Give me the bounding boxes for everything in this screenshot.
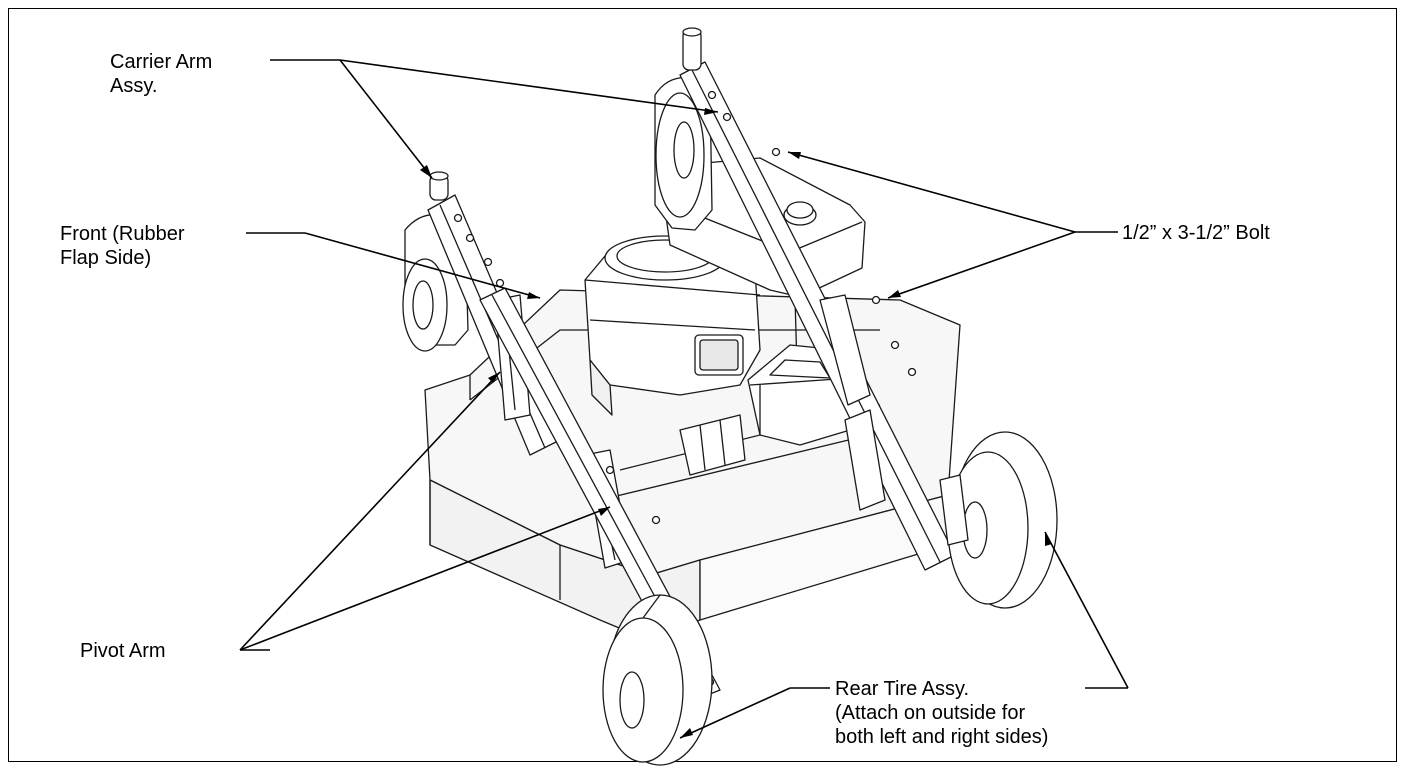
carrier-arm-right xyxy=(654,27,956,571)
rear-tire-right xyxy=(939,431,1058,609)
diagram-frame xyxy=(8,8,1397,762)
label-rear-tire-line3: both left and right sides) xyxy=(835,726,1049,748)
label-pivot-arm: Pivot Arm xyxy=(80,640,166,662)
arrowheads xyxy=(420,108,1052,738)
engine xyxy=(584,235,761,416)
label-rear-tire-line1: Rear Tire Assy. xyxy=(835,678,970,700)
label-front-line1: Front (Rubber xyxy=(60,223,185,245)
label-rear-tire-line2: (Attach on outside for xyxy=(835,702,1026,724)
label-front-line2: Flap Side) xyxy=(60,247,152,269)
label-front: Front (Rubber Flap Side) xyxy=(60,222,185,270)
label-carrier-arm: Carrier Arm Assy. xyxy=(110,50,212,98)
label-rear-tire: Rear Tire Assy. (Attach on outside for b… xyxy=(835,677,1048,749)
label-bolt: 1/2” x 3-1/2” Bolt xyxy=(1122,222,1270,244)
leader-lines xyxy=(239,59,1129,739)
label-carrier-arm-line1: Carrier Arm xyxy=(110,51,213,73)
rear-tire-left xyxy=(602,594,713,766)
label-carrier-arm-line2: Assy. xyxy=(110,75,158,97)
